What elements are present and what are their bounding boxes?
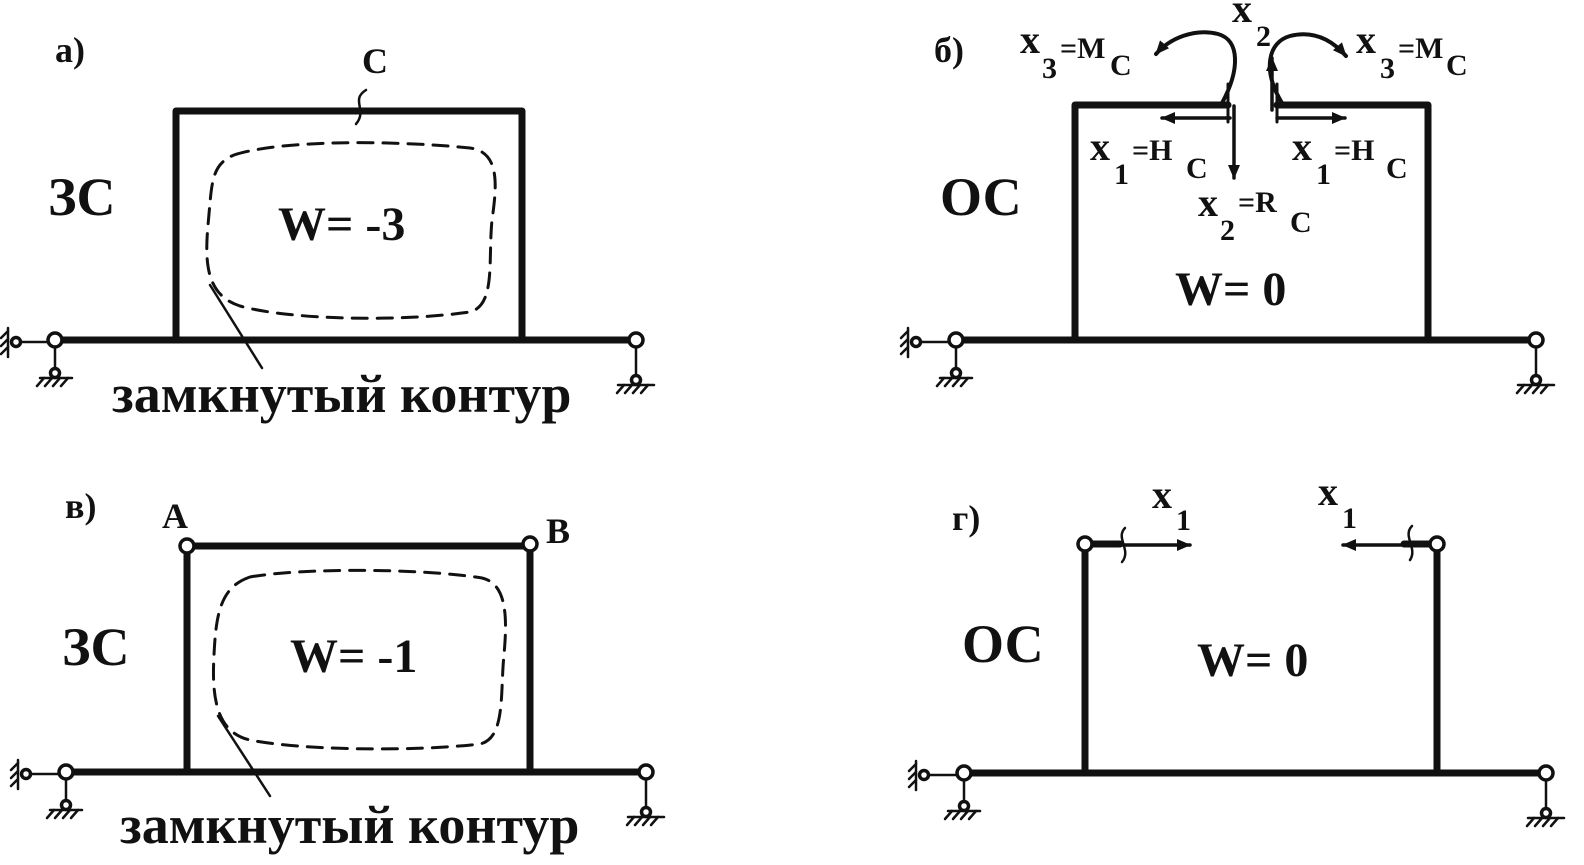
x1-left-label: x 1 =H C bbox=[1090, 124, 1208, 191]
svg-text:C: C bbox=[1110, 49, 1132, 82]
svg-text:1: 1 bbox=[1114, 158, 1129, 191]
svg-text:x: x bbox=[1318, 469, 1338, 514]
point-c-label: C bbox=[362, 41, 388, 81]
svg-text:1: 1 bbox=[1176, 504, 1191, 537]
closed-frame bbox=[172, 107, 526, 344]
panel-d-label: г) bbox=[952, 498, 980, 538]
panel-a-system-label: ЗС bbox=[48, 167, 116, 227]
x1-right-label: x 1 =H C bbox=[1292, 124, 1408, 191]
left-support bbox=[907, 759, 982, 821]
panel-d: г) ОС x 1 x 1 W= 0 bbox=[907, 469, 1566, 828]
hinge-right bbox=[1428, 535, 1446, 553]
contour-caption: замкнутый контур bbox=[120, 795, 579, 855]
svg-text:C: C bbox=[1446, 49, 1468, 82]
contour-caption: замкнутый контур bbox=[112, 364, 571, 424]
right-support bbox=[615, 331, 656, 395]
svg-text:3: 3 bbox=[1380, 52, 1395, 85]
contour-leader bbox=[208, 283, 264, 370]
x3-left-label: x 3 =M C bbox=[1020, 17, 1132, 85]
point-b-label: B bbox=[546, 511, 570, 551]
hinged-frame bbox=[183, 542, 534, 776]
x1-left-label: x 1 bbox=[1152, 472, 1191, 537]
hinge-b bbox=[521, 535, 539, 553]
svg-text:x: x bbox=[1020, 17, 1040, 62]
svg-text:x: x bbox=[1232, 0, 1252, 31]
svg-text:x: x bbox=[1356, 17, 1376, 62]
svg-text:x: x bbox=[1292, 124, 1312, 169]
svg-text:=H: =H bbox=[1132, 134, 1172, 167]
svg-text:2: 2 bbox=[1220, 214, 1235, 247]
panel-c-label: в) bbox=[65, 486, 96, 526]
x2-top-label: x 2 bbox=[1232, 0, 1271, 53]
svg-text:1: 1 bbox=[1316, 158, 1331, 191]
panel-b: б) ОС x 2 x 3 =M C x 3 =M C bbox=[899, 0, 1556, 395]
right-support bbox=[1525, 764, 1566, 828]
point-c-leader bbox=[354, 88, 368, 126]
svg-text:=M: =M bbox=[1398, 32, 1443, 65]
panel-b-system-label: ОС bbox=[940, 167, 1022, 227]
svg-text:1: 1 bbox=[1342, 502, 1357, 535]
closed-contour-loop bbox=[211, 568, 507, 751]
contour-leader bbox=[216, 714, 272, 798]
x1-right-label: x 1 bbox=[1318, 469, 1357, 535]
svg-text:C: C bbox=[1386, 152, 1408, 185]
svg-text:x: x bbox=[1090, 124, 1110, 169]
panel-d-system-label: ОС bbox=[962, 614, 1044, 674]
moment-arrow-right bbox=[1267, 32, 1348, 105]
svg-text:=H: =H bbox=[1334, 134, 1374, 167]
degree-label: W= -1 bbox=[290, 630, 417, 683]
hinge-left bbox=[1076, 535, 1094, 553]
right-support bbox=[625, 763, 666, 827]
left-support bbox=[0, 326, 74, 388]
panel-a: а) ЗС C W= -3 замкнутый контур bbox=[0, 30, 656, 424]
closed-contour-loop bbox=[205, 141, 497, 320]
panel-c-system-label: ЗС bbox=[62, 617, 130, 677]
svg-text:x: x bbox=[1152, 472, 1172, 517]
svg-text:3: 3 bbox=[1042, 52, 1057, 85]
degree-label: W= 0 bbox=[1197, 634, 1308, 687]
cut-mark-right bbox=[1407, 524, 1414, 562]
svg-text:C: C bbox=[1186, 152, 1208, 185]
panel-a-label: а) bbox=[55, 30, 85, 70]
svg-text:=R: =R bbox=[1238, 186, 1277, 219]
x2-bottom-label: x 2 =R C bbox=[1198, 180, 1312, 247]
degree-label: W= 0 bbox=[1175, 263, 1286, 316]
moment-arrow-left bbox=[1154, 30, 1237, 105]
svg-text:=M: =M bbox=[1060, 32, 1105, 65]
svg-text:2: 2 bbox=[1256, 20, 1271, 53]
frame-right-half bbox=[1273, 101, 1432, 344]
degree-label: W= -3 bbox=[278, 198, 405, 251]
panel-b-label: б) bbox=[934, 30, 964, 70]
svg-text:C: C bbox=[1290, 206, 1312, 239]
svg-text:x: x bbox=[1198, 180, 1218, 225]
x3-right-label: x 3 =M C bbox=[1356, 17, 1468, 85]
left-support bbox=[899, 326, 974, 388]
frame-left-half bbox=[1071, 101, 1232, 344]
right-support bbox=[1515, 331, 1556, 395]
panel-c: в) ЗС A B W= -1 замкнутый контур bbox=[9, 486, 666, 855]
hinge-a bbox=[178, 537, 196, 555]
point-a-label: A bbox=[162, 496, 188, 536]
left-support bbox=[9, 758, 84, 820]
